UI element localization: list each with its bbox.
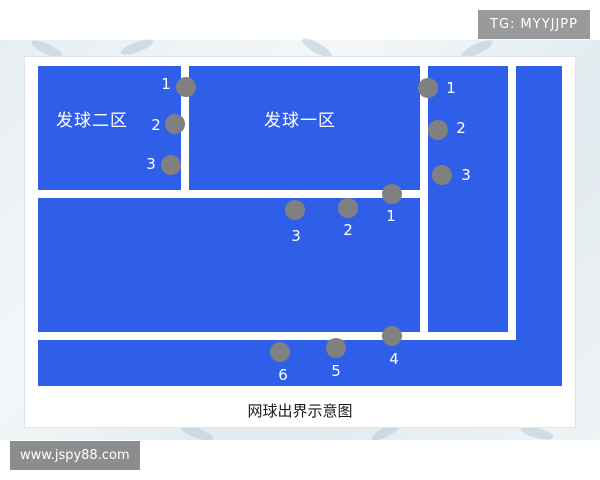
marker-label: 6 <box>278 366 288 384</box>
net-line <box>420 66 428 336</box>
marker-dot <box>382 184 402 204</box>
marker-dot <box>338 198 358 218</box>
marker-label: 2 <box>151 116 161 134</box>
serve-zone-1-label: 发球一区 <box>264 111 336 131</box>
marker-dot <box>165 114 185 134</box>
watermark-bottom-left: www.jspy88.com <box>10 441 140 470</box>
marker-label: 4 <box>389 350 399 368</box>
marker-dot <box>382 326 402 346</box>
leaf-decoration <box>119 36 155 58</box>
marker-dot <box>161 155 181 175</box>
marker-label: 3 <box>146 155 156 173</box>
marker-dot <box>176 77 196 97</box>
marker-dot <box>326 338 346 358</box>
marker-dot <box>428 120 448 140</box>
service-line <box>38 190 427 198</box>
singles-sideline-vertical <box>508 66 516 340</box>
marker-label: 3 <box>461 166 471 184</box>
marker-label: 1 <box>446 79 456 97</box>
marker-label: 2 <box>343 221 353 239</box>
marker-dot <box>432 165 452 185</box>
serve-zone-2-label: 发球二区 <box>56 111 128 131</box>
marker-label: 3 <box>291 227 301 245</box>
marker-label: 1 <box>161 75 171 93</box>
marker-label: 1 <box>386 207 396 225</box>
service-center-line <box>181 66 189 194</box>
marker-label: 5 <box>331 362 341 380</box>
watermark-top-right: TG: MYYJJPP <box>478 10 590 39</box>
marker-dot <box>285 200 305 220</box>
marker-label: 2 <box>456 119 466 137</box>
marker-dot <box>418 78 438 98</box>
diagram-caption: 网球出界示意图 <box>247 402 353 420</box>
singles-sideline-horizontal <box>38 332 516 340</box>
marker-dot <box>270 342 290 362</box>
